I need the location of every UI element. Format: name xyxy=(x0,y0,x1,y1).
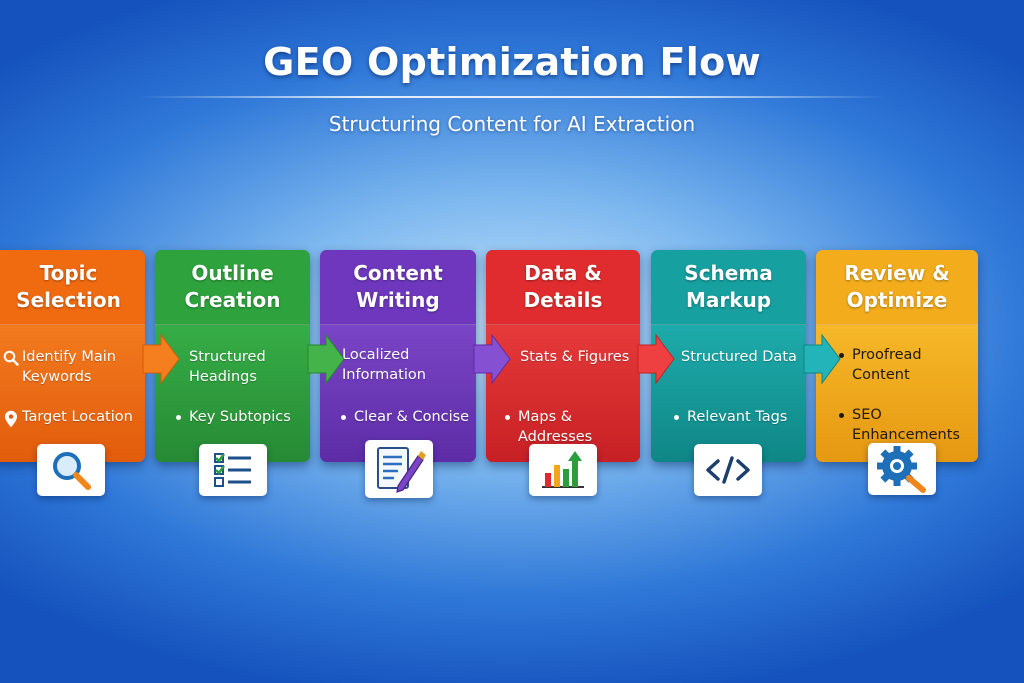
page-subtitle: Structuring Content for AI Extraction xyxy=(328,112,696,136)
step-item: SEO Enhancements xyxy=(830,405,978,445)
step-title: Review & Optimize xyxy=(816,250,978,324)
step-title: Outline Creation xyxy=(155,250,310,324)
step-data-details: Data & Details Stats & Figures Maps & Ad… xyxy=(486,250,640,462)
step-title: Topic Selection xyxy=(0,250,145,324)
magnifier-icon xyxy=(53,452,91,490)
tile-topic-selection xyxy=(37,444,105,496)
step-topic-selection: Topic Selection Identify Main Keywords T… xyxy=(0,250,145,462)
code-icon xyxy=(706,456,750,484)
document-pen-icon xyxy=(377,447,426,493)
checklist-icon xyxy=(214,453,251,487)
flow-arrow-4 xyxy=(637,333,675,385)
step-schema-markup: Schema Markup Structured Data Relevant T… xyxy=(651,250,806,462)
step-item: Identify Main Keywords xyxy=(0,347,116,387)
gear-magnifier-icon xyxy=(877,446,926,493)
step-item: Proofread Content xyxy=(830,345,978,385)
step-title: Schema Markup xyxy=(651,250,806,324)
flow-arrow-3 xyxy=(473,333,511,385)
tile-outline-creation xyxy=(199,444,267,496)
location-pin-icon xyxy=(5,410,17,428)
step-review-optimize: Review & Optimize Proofread Content SEO … xyxy=(816,250,978,462)
step-item: Localized Information xyxy=(342,347,426,383)
tile-content-writing xyxy=(365,440,433,498)
flow-arrow-2 xyxy=(307,333,345,385)
step-item: Maps & Addresses xyxy=(496,407,640,447)
tile-review-optimize xyxy=(868,443,936,495)
step-item: Structured Data xyxy=(681,349,797,365)
step-item: Key Subtopics xyxy=(167,407,291,427)
bar-chart-icon xyxy=(542,451,584,488)
search-icon xyxy=(3,350,19,366)
step-item: Relevant Tags xyxy=(665,407,787,427)
flow-arrow-5 xyxy=(803,333,841,385)
step-content-writing: Content Writing Localized Information Cl… xyxy=(320,250,476,462)
flow-arrow-1 xyxy=(142,333,180,385)
step-title: Content Writing xyxy=(320,250,476,324)
step-title: Data & Details xyxy=(486,250,640,324)
step-item: Clear & Concise xyxy=(332,407,469,427)
step-item: Stats & Figures xyxy=(520,349,630,365)
step-item: Target Location xyxy=(0,407,133,428)
title-divider xyxy=(140,96,884,98)
tile-schema-markup xyxy=(694,444,762,496)
page-title: GEO Optimization Flow xyxy=(263,40,761,84)
step-outline-creation: Outline Creation Structured Headings Key… xyxy=(155,250,310,462)
step-item: Structured Headings xyxy=(189,349,266,385)
tile-data-details xyxy=(529,444,597,496)
